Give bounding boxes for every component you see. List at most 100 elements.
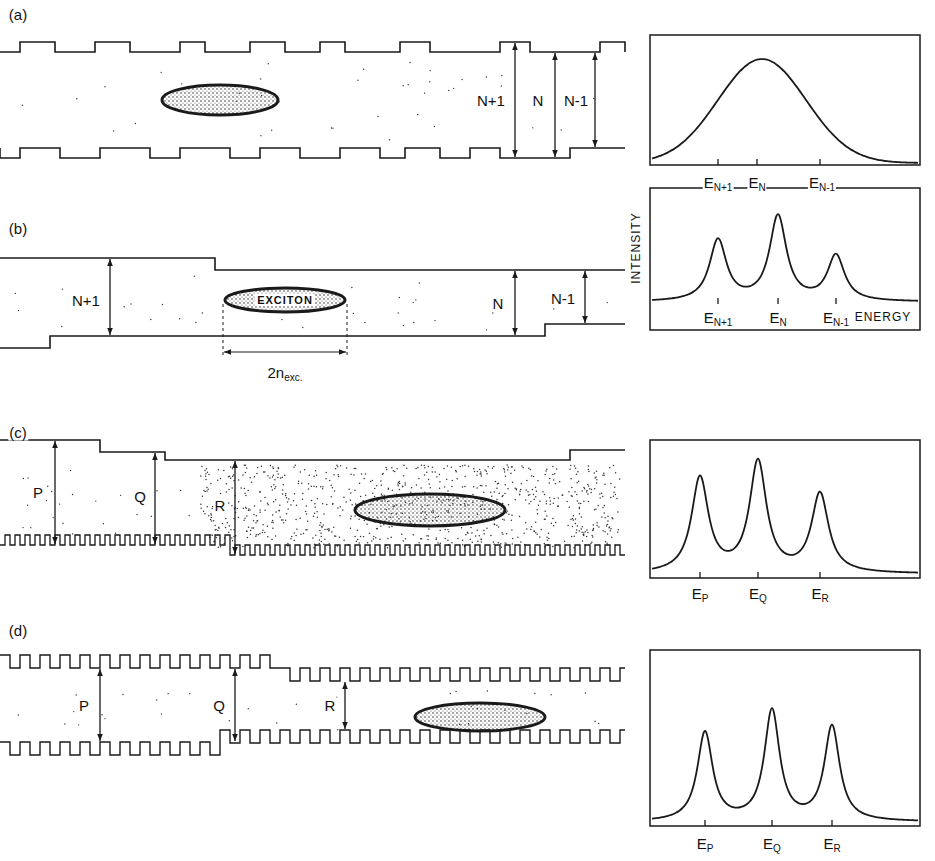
stipple-dot: [512, 538, 514, 540]
layer-label: Q: [133, 488, 147, 505]
stipple-dot: [64, 723, 65, 724]
stipple-dot: [365, 495, 367, 497]
stipple-dot: [208, 474, 210, 476]
stipple-dot: [581, 516, 583, 518]
stipple-dot: [271, 539, 273, 541]
stipple-dot: [59, 503, 60, 504]
stipple-dot: [156, 699, 157, 700]
stipple-dot: [200, 507, 202, 509]
stipple-dot: [605, 541, 607, 543]
stipple-dot: [483, 530, 485, 532]
energy-tick: [717, 298, 718, 304]
stipple-dot: [429, 81, 430, 82]
stipple-dot: [472, 494, 474, 496]
stipple-dot: [354, 515, 356, 517]
stipple-dot: [453, 88, 454, 89]
stipple-dot: [506, 511, 508, 513]
stipple-dot: [120, 495, 121, 496]
stipple-dot: [424, 467, 426, 469]
energy-label: ER: [810, 585, 829, 602]
energy-tick: [717, 159, 718, 165]
stipple-dot: [501, 75, 502, 76]
stipple-dot: [532, 489, 534, 491]
stipple-dot: [407, 84, 408, 85]
stipple-dot: [459, 466, 461, 468]
stipple-dot: [302, 499, 304, 501]
stipple-dot: [570, 519, 572, 521]
stipple-dot: [447, 540, 449, 542]
stipple-dot: [391, 526, 393, 528]
stipple-dot: [544, 474, 546, 476]
stipple-dot: [502, 519, 504, 521]
stipple-dot: [282, 493, 284, 495]
stipple-dot: [249, 477, 251, 479]
stipple-dot: [486, 76, 487, 77]
stipple-dot: [479, 535, 481, 537]
stipple-dot: [536, 491, 538, 493]
stipple-dot: [302, 327, 303, 328]
stipple-dot: [461, 79, 462, 80]
stipple-dot: [313, 486, 315, 488]
stipple-dot: [246, 530, 248, 532]
label-subscript: N+1: [714, 182, 733, 193]
stipple-dot: [350, 492, 352, 494]
label-subscript: R: [833, 843, 840, 854]
stipple-dot: [256, 515, 258, 517]
stipple-dot: [479, 473, 481, 475]
stipple-dot: [450, 693, 451, 694]
stipple-dot: [256, 534, 258, 536]
stipple-dot: [267, 475, 269, 477]
stipple-dot: [557, 497, 559, 499]
stipple-dot: [480, 539, 482, 541]
stipple-dot: [448, 531, 450, 533]
label-main: E: [704, 174, 714, 191]
stipple-dot: [516, 488, 518, 490]
stipple-dot: [248, 527, 250, 529]
stipple-dot: [280, 477, 282, 479]
stipple-dot: [527, 491, 529, 493]
stipple-dot: [418, 542, 420, 544]
energy-label: EN+1: [703, 309, 734, 326]
energy-tick: [704, 820, 705, 826]
stipple-dot: [615, 494, 617, 496]
stipple-dot: [525, 499, 527, 501]
stipple-dot: [529, 494, 531, 496]
stipple-dot: [279, 510, 281, 512]
thickness-arrow: [154, 453, 155, 544]
stipple-dot: [561, 129, 562, 130]
stipple-dot: [577, 471, 579, 473]
stipple-dot: [313, 476, 315, 478]
stipple-dot: [535, 496, 537, 498]
stipple-dot: [587, 484, 589, 486]
stipple-dot: [474, 471, 476, 473]
stipple-dot: [550, 504, 552, 506]
well-bottom-interface: [0, 535, 625, 555]
stipple-dot: [576, 482, 578, 484]
stipple-dot: [229, 720, 230, 721]
stipple-dot: [244, 488, 246, 490]
stipple-dot: [587, 532, 589, 534]
stipple-dot: [427, 539, 429, 541]
stipple-dot: [611, 517, 613, 519]
stipple-dot: [486, 473, 488, 475]
stipple-dot: [321, 536, 323, 538]
stipple-dot: [388, 488, 390, 490]
thickness-arrow: [99, 669, 100, 741]
stipple-dot: [549, 497, 551, 499]
stipple-dot: [490, 535, 492, 537]
stipple-dot: [275, 499, 277, 501]
stipple-dot: [207, 489, 209, 491]
stipple-dot: [101, 714, 102, 715]
stipple-dot: [27, 477, 28, 478]
stipple-dot: [253, 514, 255, 516]
stipple-dot: [530, 469, 532, 471]
stipple-dot: [262, 532, 264, 534]
stipple-dot: [617, 532, 619, 534]
energy-tick: [756, 159, 757, 165]
stipple-dot: [514, 487, 516, 489]
stipple-dot: [405, 538, 407, 540]
stipple-dot: [354, 489, 356, 491]
stipple-dot: [586, 490, 588, 492]
stipple-dot: [343, 540, 345, 542]
stipple-dot: [584, 488, 586, 490]
